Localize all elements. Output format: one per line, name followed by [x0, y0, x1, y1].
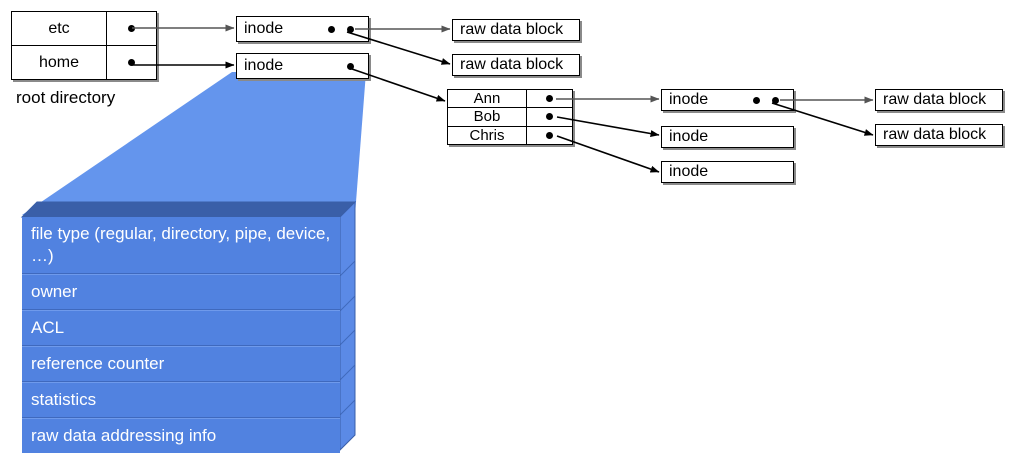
table-row[interactable]: etc [12, 12, 156, 46]
root-directory-caption: root directory [16, 88, 116, 107]
raw-data-block-label: raw data block [883, 91, 987, 108]
inode-detail-side-face [340, 202, 355, 450]
pointer-dot-icon [546, 131, 553, 139]
raw-data-block-3[interactable]: raw data block [875, 89, 1003, 111]
home-entry-pointer-bob[interactable] [527, 108, 572, 125]
home-entry-name-ann: Ann [448, 90, 527, 108]
root-entry-pointer-home[interactable] [107, 46, 156, 79]
raw-data-block-2[interactable]: raw data block [452, 54, 580, 76]
inode-field-acl: ACL [22, 310, 340, 346]
pointer-dot-icon [546, 95, 553, 103]
pointer-dot-icon [328, 25, 335, 33]
home-entry-pointer-ann[interactable] [527, 90, 572, 107]
inode-field-file-type: file type (regular, directory, pipe, dev… [22, 217, 340, 274]
inode-box-label: inode [244, 57, 284, 74]
inode-detail-top-face [22, 202, 355, 217]
table-row[interactable]: Bob [448, 108, 572, 127]
arrow-inode-home-to-home-directory [351, 68, 446, 102]
pointer-dot-icon [128, 25, 135, 32]
pointer-dot-icon [347, 62, 354, 70]
arrow-inode-etc-ptr2-to-block2 [346, 31, 451, 65]
root-entry-name-home: home [12, 46, 107, 79]
pointer-dot-icon [772, 96, 779, 104]
raw-data-block-4[interactable]: raw data block [875, 124, 1003, 146]
raw-data-block-label: raw data block [460, 56, 564, 73]
home-entry-pointer-chris[interactable] [527, 127, 572, 144]
home-directory-table[interactable]: Ann Bob Chris [447, 89, 573, 145]
inode-detail-front-face: file type (regular, directory, pipe, dev… [22, 217, 340, 453]
inode-pointer-dots [347, 62, 368, 70]
inode-field-statistics: statistics [22, 382, 340, 418]
inode-zoom-wedge [22, 72, 366, 215]
pointer-dot-icon [347, 25, 354, 33]
inode-box-chris[interactable]: inode [661, 161, 794, 183]
pointer-dot-icon [753, 96, 760, 104]
table-row[interactable]: Chris [448, 126, 572, 144]
arrow-chris-to-inode [556, 135, 660, 173]
inode-box-etc[interactable]: inode [236, 16, 369, 42]
inode-box-bob[interactable]: inode [661, 126, 794, 148]
home-entry-name-chris: Chris [448, 126, 527, 144]
table-row[interactable]: Ann [448, 90, 572, 109]
inode-box-label: inode [669, 163, 709, 180]
inode-box-ann[interactable]: inode [661, 89, 794, 111]
arrow-inode-ann-ptr2-to-block4 [771, 102, 874, 136]
inode-pointer-dots [753, 96, 793, 104]
inode-field-raw-data-addressing: raw data addressing info [22, 418, 340, 453]
pointer-dot-icon [546, 113, 553, 121]
inode-field-reference-counter: reference counter [22, 346, 340, 382]
table-row[interactable]: home [12, 46, 156, 79]
inode-box-label: inode [669, 91, 709, 108]
arrow-bob-to-inode [556, 116, 660, 137]
inode-field-owner: owner [22, 274, 340, 310]
home-entry-name-bob: Bob [448, 108, 527, 126]
root-directory-table[interactable]: etc home [11, 11, 157, 80]
raw-data-block-label: raw data block [460, 21, 564, 38]
inode-detail-side-separators [339, 260, 356, 416]
root-entry-name-etc: etc [12, 12, 107, 45]
raw-data-block-1[interactable]: raw data block [452, 19, 580, 41]
raw-data-block-label: raw data block [883, 126, 987, 143]
inode-box-label: inode [669, 128, 709, 145]
inode-box-label: inode [244, 20, 284, 37]
root-entry-pointer-etc[interactable] [107, 12, 156, 45]
inode-pointer-dots [328, 25, 368, 33]
pointer-dot-icon [128, 59, 135, 66]
inode-box-home[interactable]: inode [236, 53, 369, 79]
